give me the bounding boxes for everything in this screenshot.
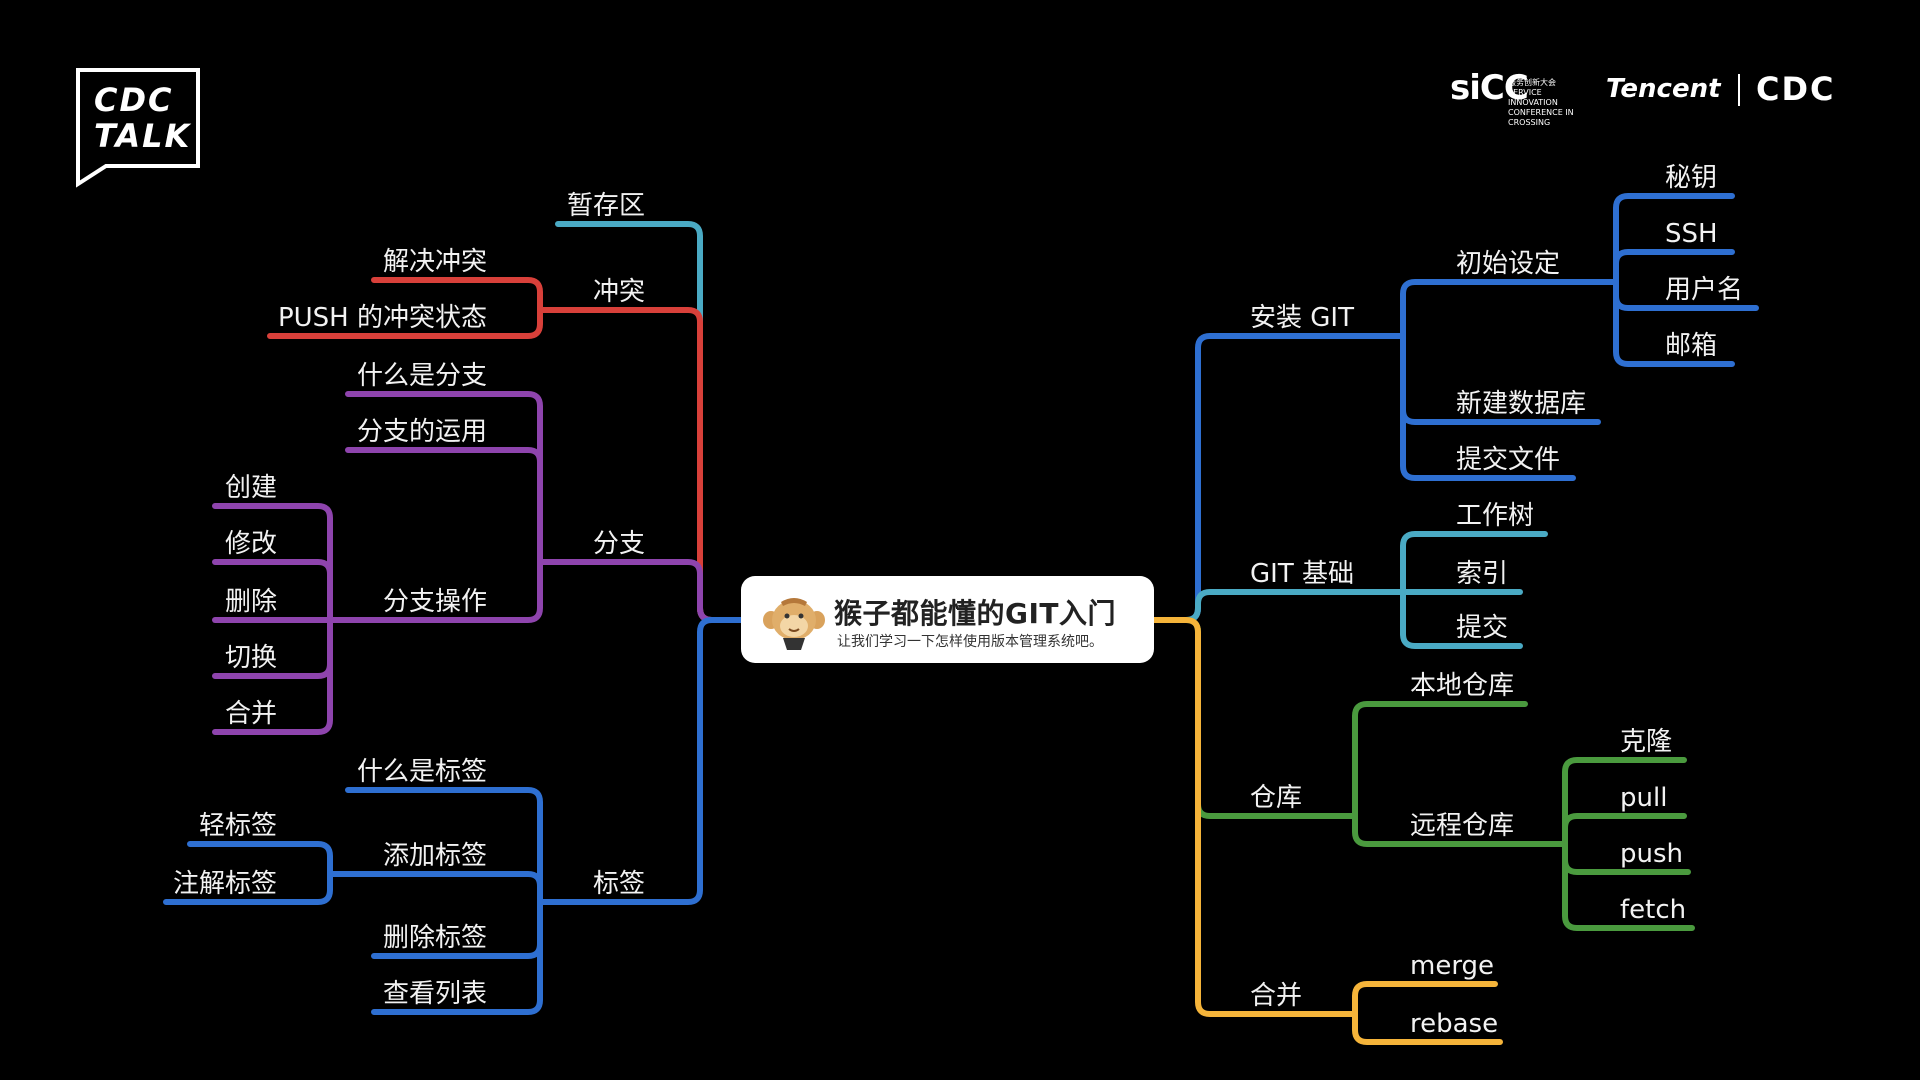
- sicc-caption: 服务创新大会 SERVICE INNOVATION CONFERENCE IN …: [1508, 78, 1574, 127]
- node-ssh: SSH: [1665, 219, 1718, 249]
- node-pull: pull: [1620, 783, 1667, 813]
- cdc-logo: CDC: [1756, 70, 1836, 108]
- node-tag-light: 轻标签: [199, 811, 277, 841]
- node-initial-setup: 初始设定: [1456, 249, 1560, 279]
- connector-op-create: [212, 503, 333, 623]
- speech-bubble-icon: [76, 68, 200, 188]
- logo-line-1: CDC: [94, 81, 174, 119]
- connector-merge-merge: [1352, 981, 1498, 1017]
- node-tag-what: 什么是标签: [357, 757, 487, 787]
- node-branch-use: 分支的运用: [357, 417, 487, 447]
- sicc-logo: siCC: [1450, 68, 1529, 108]
- connector-remote-repo: [1352, 813, 1568, 847]
- root-title: 猴子都能懂的GIT入门: [834, 597, 1117, 630]
- connector-op-modify: [212, 559, 333, 623]
- node-fetch: fetch: [1620, 895, 1686, 925]
- node-conflict-resolve: 解决冲突: [383, 247, 487, 277]
- connector-branch-use: [345, 447, 543, 565]
- node-op-modify: 修改: [225, 529, 277, 559]
- node-commit: 提交: [1456, 613, 1508, 643]
- connector-branch: [537, 559, 744, 623]
- node-tag-add: 添加标签: [383, 841, 487, 871]
- connector-basics: [1151, 589, 1406, 623]
- connector-branch-ops: [327, 559, 543, 623]
- connector-op-merge: [212, 617, 333, 735]
- logo-divider: [1738, 74, 1740, 106]
- root-subtitle: 让我们学习一下怎样使用版本管理系统吧。: [837, 634, 1103, 650]
- node-local-repo: 本地仓库: [1410, 671, 1514, 701]
- tencent-logo: Tencent: [1606, 74, 1721, 104]
- node-branch-what: 什么是分支: [357, 361, 487, 391]
- node-tag-annotated: 注解标签: [173, 869, 277, 899]
- node-branch-ops: 分支操作: [383, 587, 487, 617]
- node-conflict: 冲突: [593, 277, 645, 307]
- connector-tag-annotated: [163, 871, 333, 905]
- node-op-delete: 删除: [225, 587, 277, 617]
- node-email: 邮箱: [1665, 331, 1717, 361]
- connector-tag: [537, 617, 744, 905]
- connector-secret-key: [1613, 193, 1735, 285]
- node-op-merge: 合并: [225, 699, 277, 729]
- connector-pull: [1562, 813, 1687, 847]
- node-working-tree: 工作树: [1456, 501, 1534, 531]
- node-tag-delete: 删除标签: [383, 923, 487, 953]
- connector-local-repo: [1352, 701, 1528, 819]
- node-clone: 克隆: [1620, 727, 1672, 757]
- connector-fetch: [1562, 841, 1695, 931]
- connector-initial-setup: [1400, 279, 1619, 339]
- connector-conflict-resolve: [371, 277, 543, 313]
- cdc-talk-logo: CDC TALK: [76, 68, 206, 188]
- node-merge-merge: merge: [1410, 951, 1494, 981]
- node-secret-key: 秘钥: [1665, 163, 1717, 193]
- connector-merge-rebase: [1352, 1011, 1503, 1045]
- root-node: 猴子都能懂的GIT入门 让我们学习一下怎样使用版本管理系统吧。: [741, 576, 1154, 663]
- node-index: 索引: [1456, 559, 1508, 589]
- node-conflict-push: PUSH 的冲突状态: [278, 303, 487, 333]
- connector-conflict: [537, 307, 744, 623]
- connector-conflict-push: [267, 307, 543, 339]
- connector-branch-what: [345, 391, 543, 565]
- sponsor-logos: siCC 服务创新大会 SERVICE INNOVATION CONFERENC…: [1450, 66, 1850, 127]
- connector-tag-light: [187, 841, 333, 877]
- node-merge: 合并: [1250, 981, 1302, 1011]
- node-tag-list: 查看列表: [383, 979, 487, 1009]
- connector-commit: [1400, 589, 1523, 649]
- connector-ssh: [1613, 249, 1735, 285]
- node-new-repo: 新建数据库: [1456, 389, 1586, 419]
- connector-working-tree: [1400, 531, 1548, 595]
- node-basics: GIT 基础: [1250, 559, 1354, 589]
- monkey-mascot-icon: [763, 598, 825, 650]
- connector-commit-file: [1400, 333, 1576, 481]
- node-stash: 暂存区: [567, 191, 645, 221]
- connector-tag-list: [371, 899, 543, 1015]
- node-tag: 标签: [593, 869, 645, 899]
- node-branch: 分支: [593, 529, 645, 559]
- node-op-switch: 切换: [225, 643, 277, 673]
- node-remote-repo: 远程仓库: [1410, 811, 1514, 841]
- logo-line-2: TALK: [94, 117, 192, 155]
- connector-email: [1613, 279, 1735, 367]
- node-repo: 仓库: [1250, 783, 1302, 813]
- node-username: 用户名: [1665, 275, 1743, 305]
- connector-tag-add: [327, 871, 543, 905]
- node-install: 安装 GIT: [1250, 303, 1354, 333]
- connector-merge: [1151, 617, 1358, 1017]
- connector-tag-what: [345, 787, 543, 905]
- node-op-create: 创建: [225, 473, 277, 503]
- connector-clone: [1562, 757, 1687, 847]
- node-push: push: [1620, 839, 1683, 869]
- node-commit-file: 提交文件: [1456, 445, 1560, 475]
- node-merge-rebase: rebase: [1410, 1009, 1498, 1039]
